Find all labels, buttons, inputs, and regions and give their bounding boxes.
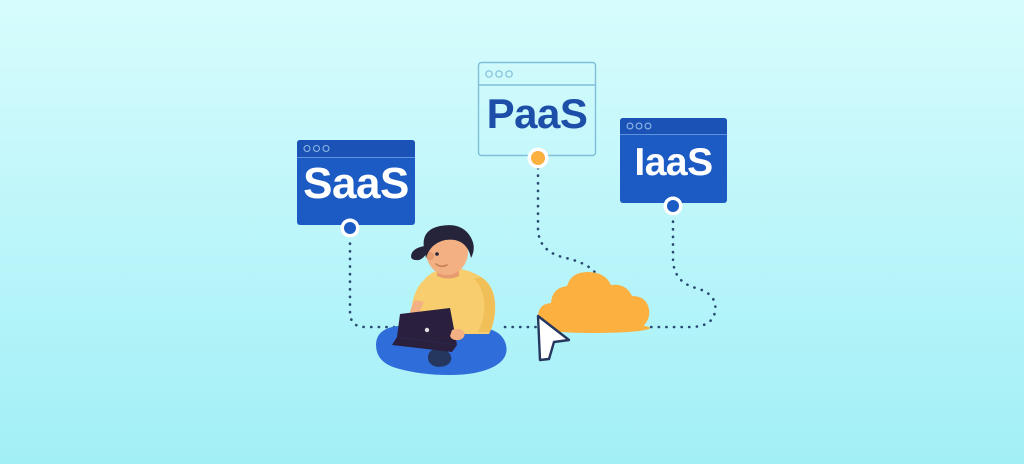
cloud-icon	[538, 272, 650, 333]
connector-lines	[348, 166, 717, 329]
person-foot	[428, 348, 452, 367]
connector-iaas-to-cloud	[646, 212, 717, 329]
card-paas-connector-dot[interactable]	[531, 151, 545, 165]
laptop-base	[392, 337, 457, 352]
card-iaas-titlebar	[620, 118, 727, 134]
person-hand	[450, 328, 465, 341]
card-iaas-label: IaaS	[634, 141, 713, 184]
card-saas-body[interactable]	[297, 140, 415, 225]
card-iaas-window-dots	[626, 122, 652, 130]
card-iaas-connector-dot[interactable]	[667, 200, 679, 212]
person-sleeve	[474, 277, 496, 332]
card-paas-window-dots	[485, 70, 513, 78]
card-saas[interactable]	[297, 140, 415, 238]
person-eye	[435, 252, 439, 256]
card-saas-connector-dot[interactable]	[344, 222, 356, 234]
connector-paas-to-cloud	[536, 166, 602, 284]
person-cap-visor	[411, 246, 428, 261]
mouse-cursor-icon	[536, 314, 571, 362]
card-saas-label: SaaS	[303, 159, 409, 208]
card-iaas-body[interactable]	[620, 118, 727, 203]
connector-saas-to-person	[348, 234, 472, 329]
card-saas-titlebar	[297, 140, 415, 157]
card-paas[interactable]	[477, 61, 597, 169]
card-paas-label: PaaS	[486, 90, 588, 137]
person-hair-cap	[423, 225, 474, 258]
card-saas-window-dots	[303, 144, 330, 153]
person-ear	[426, 252, 434, 260]
laptop-logo	[424, 327, 430, 333]
person-smile	[435, 263, 448, 268]
card-iaas[interactable]	[620, 118, 727, 216]
person-with-laptop-illustration	[376, 225, 507, 375]
laptop-screen	[397, 308, 457, 345]
